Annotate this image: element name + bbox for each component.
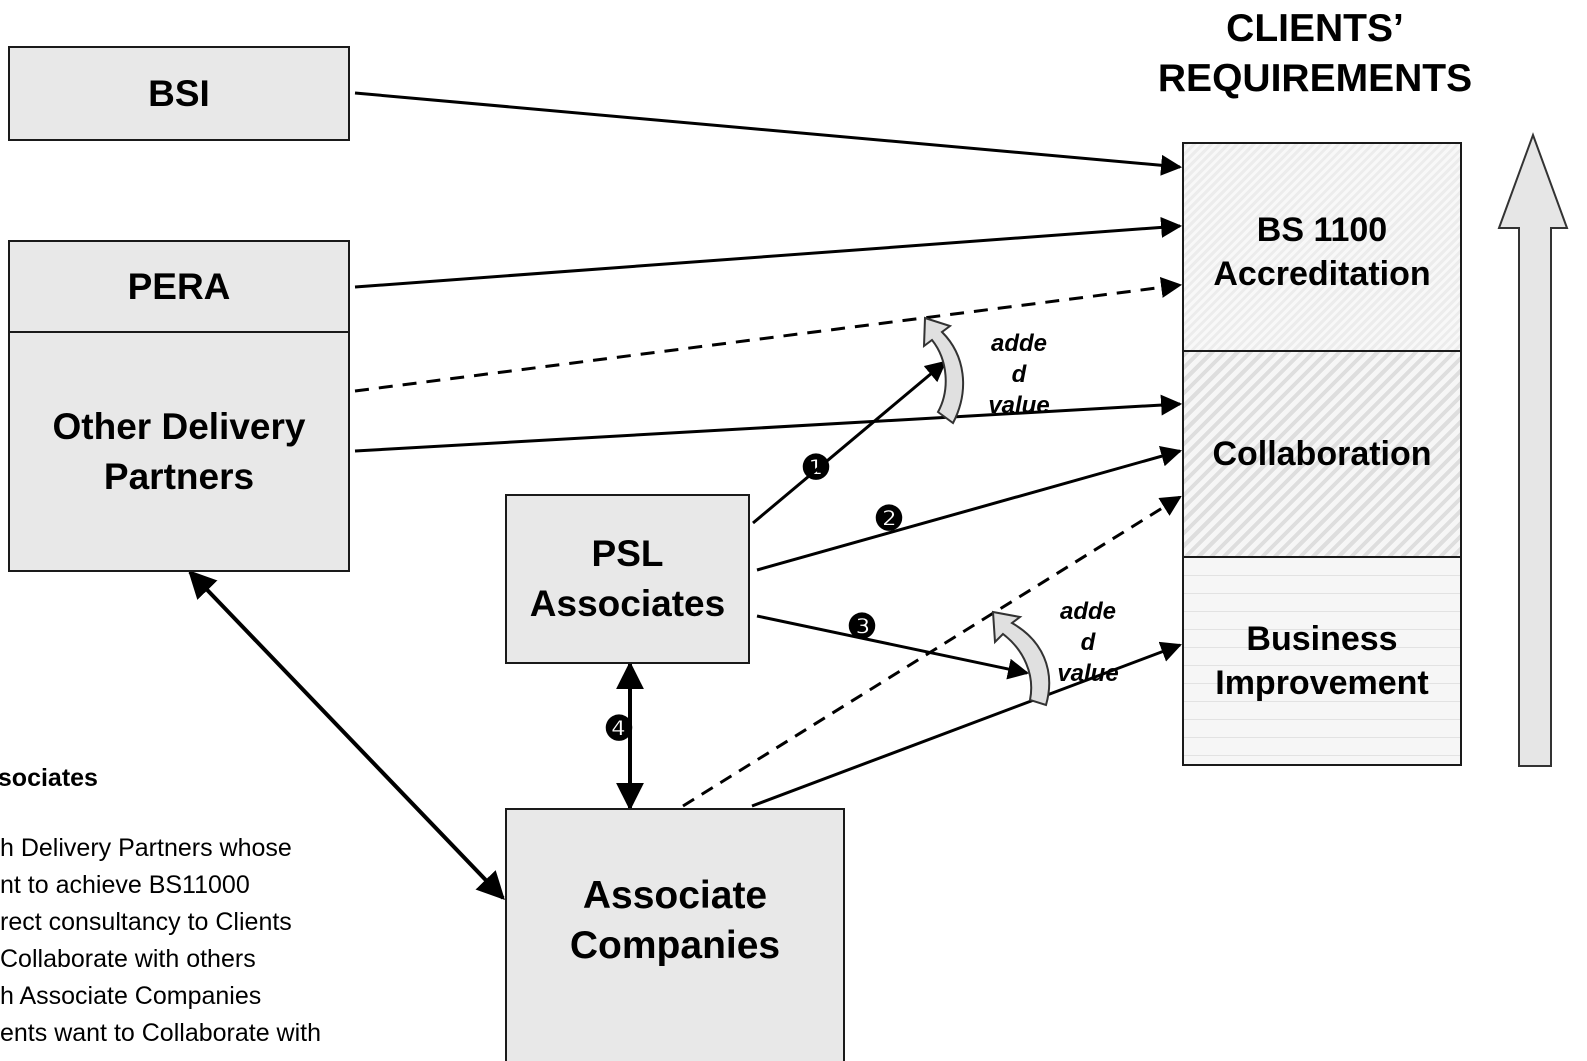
title-line-2: REQUIREMENTS bbox=[1157, 57, 1473, 100]
other-partners-line-1: Other Delivery bbox=[52, 405, 306, 447]
other-delivery-partners-box: Other Delivery Partners bbox=[8, 331, 350, 572]
marker-2: ❷ bbox=[873, 500, 905, 538]
psl-line-2: Associates bbox=[529, 583, 726, 624]
legend-text-block: ssociates h Delivery Partners whose nt t… bbox=[0, 760, 420, 1061]
partners-to-collaboration-connector bbox=[354, 394, 1183, 453]
marker-1: ❶ bbox=[800, 449, 832, 487]
partners-dashed-to-bs1100-connector bbox=[354, 276, 1183, 393]
added-value-2-line-2: d bbox=[1080, 629, 1096, 656]
pera-label: PERA bbox=[127, 265, 231, 307]
clients-requirements-title: CLIENTS’ REQUIREMENTS bbox=[1130, 4, 1500, 104]
bsi-label: BSI bbox=[148, 72, 210, 114]
bs1100-accreditation-cell: BS 1100 Accreditation bbox=[1184, 144, 1460, 352]
pera-box: PERA bbox=[8, 240, 350, 333]
marker-3: ❸ bbox=[846, 608, 878, 646]
bs1100-line-1: BS 1100 bbox=[1256, 211, 1388, 249]
marker-4: ❹ bbox=[603, 710, 635, 748]
business-line-1: Business bbox=[1246, 620, 1398, 658]
requirements-stack: BS 1100 Accreditation Collaboration Busi… bbox=[1182, 142, 1462, 766]
added-value-1-line-2: d bbox=[1011, 361, 1027, 388]
legend-line: rect consultancy to Clients bbox=[0, 908, 292, 936]
associates-to-business-improvement-connector bbox=[751, 641, 1182, 808]
marker-2-glyph: ❷ bbox=[873, 500, 905, 538]
added-value-2-line-1: adde bbox=[1059, 598, 1116, 625]
psl-to-collaboration-connector bbox=[756, 446, 1183, 572]
legend-line: h Associate Companies bbox=[0, 982, 262, 1010]
added-value-label-2: adde d value bbox=[1048, 596, 1128, 689]
associate-companies-line-1: Associate bbox=[582, 873, 768, 917]
marker-4-glyph: ❹ bbox=[603, 710, 635, 748]
business-improvement-cell: Business Improvement bbox=[1184, 558, 1460, 764]
associate-companies-box: Associate Companies bbox=[505, 808, 845, 1061]
legend-line: h Delivery Partners whose bbox=[0, 834, 292, 862]
up-arrow-icon bbox=[1497, 132, 1569, 767]
added-value-1-line-3: value bbox=[988, 392, 1050, 419]
bsi-to-bs1100-connector bbox=[354, 91, 1183, 176]
added-value-label-1: adde d value bbox=[979, 328, 1059, 421]
collaboration-label: Collaboration bbox=[1212, 435, 1432, 473]
curved-arrow-icon bbox=[922, 316, 965, 425]
bs1100-line-2: Accreditation bbox=[1213, 255, 1431, 293]
legend-line: Collaborate with others bbox=[0, 945, 256, 973]
marker-3-glyph: ❸ bbox=[846, 608, 878, 646]
title-line-1: CLIENTS’ bbox=[1226, 7, 1404, 50]
psl-associates-box: PSL Associates bbox=[505, 494, 750, 664]
collaboration-cell: Collaboration bbox=[1184, 352, 1460, 558]
legend-lines: h Delivery Partners whose nt to achieve … bbox=[0, 830, 420, 1052]
legend-line: ents want to Collaborate with bbox=[0, 1019, 322, 1047]
bsi-box: BSI bbox=[8, 46, 350, 141]
added-value-1-line-1: adde bbox=[990, 330, 1047, 357]
associate-companies-line-2: Companies bbox=[569, 923, 781, 967]
psl-to-added-value-2-connector bbox=[756, 614, 1030, 680]
business-line-2: Improvement bbox=[1215, 664, 1429, 702]
curved-arrow-icon bbox=[991, 610, 1051, 707]
other-partners-line-2: Partners bbox=[103, 455, 255, 497]
added-value-2-line-3: value bbox=[1057, 660, 1119, 687]
psl-to-added-value-1-connector bbox=[752, 360, 947, 525]
associates-dashed-to-collaboration-connector bbox=[682, 495, 1182, 808]
psl-line-1: PSL bbox=[591, 533, 664, 574]
legend-heading: ssociates bbox=[0, 764, 98, 792]
legend-line: nt to achieve BS11000 bbox=[0, 871, 250, 899]
marker-1-glyph: ❶ bbox=[800, 449, 832, 487]
pera-to-bs1100-connector bbox=[354, 216, 1183, 289]
partners-associates-two-way-connector bbox=[188, 569, 505, 901]
